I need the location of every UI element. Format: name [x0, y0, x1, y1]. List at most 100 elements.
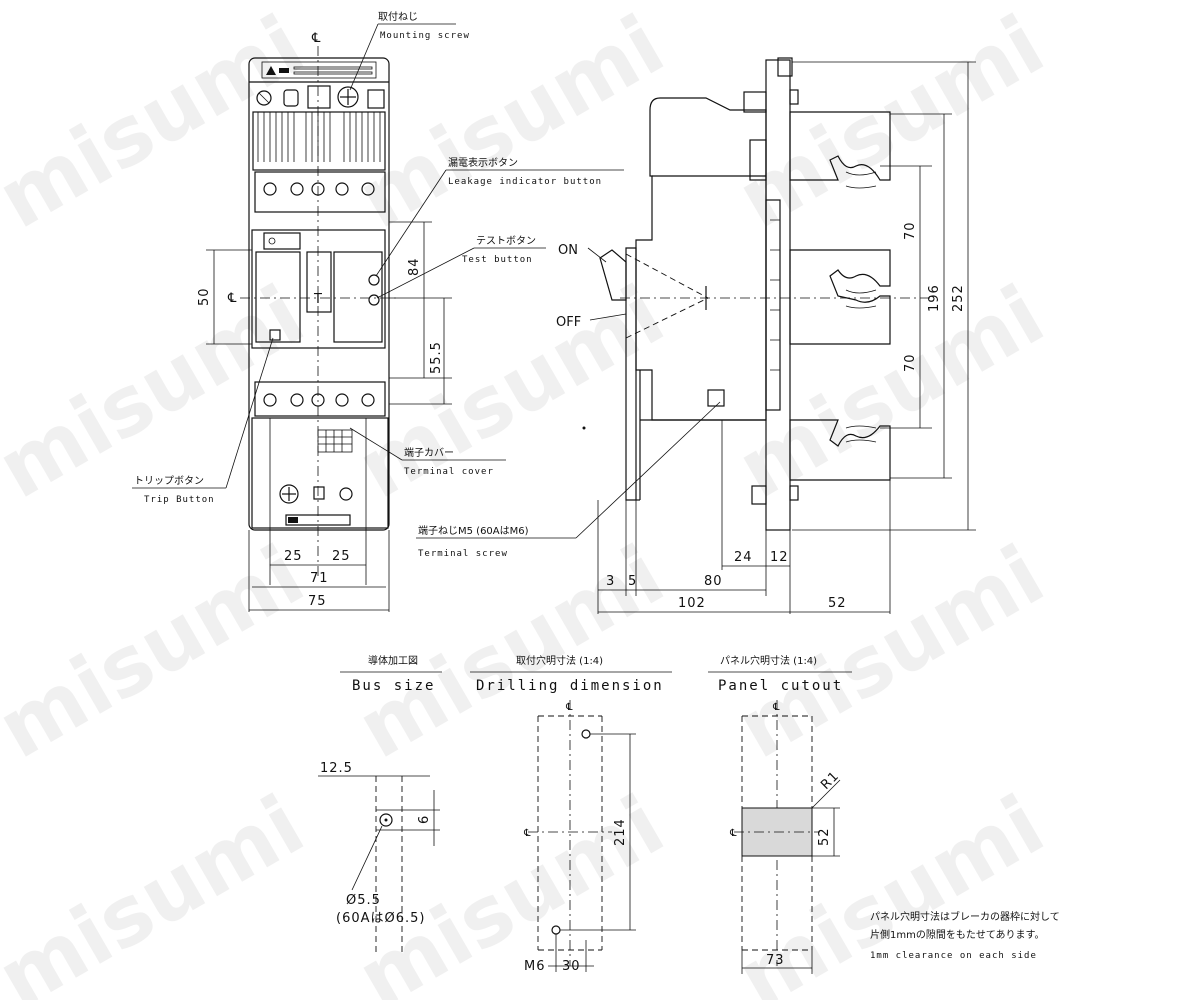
dimension-73: 73 — [766, 953, 785, 968]
drilling-title-en: Drilling dimension — [476, 678, 664, 694]
terminal-contour-lines — [845, 171, 877, 443]
bottom-mount-screw — [751, 485, 767, 505]
dimension-5: 5 — [628, 574, 637, 589]
side-terminal-screw — [707, 389, 725, 407]
side-top-screw — [743, 91, 767, 113]
handle-lever — [306, 251, 332, 313]
rear-terminals — [789, 111, 891, 481]
panel-centerline-symbol: ℄ — [772, 702, 780, 713]
plate-tab — [789, 485, 799, 501]
side-top-block — [749, 139, 767, 181]
bus-hole-center — [384, 818, 388, 822]
rear-terminal-middle — [789, 249, 891, 345]
handle-off-arc — [625, 297, 709, 339]
top-fins — [252, 111, 386, 171]
trip-button-label-en: Trip Button — [144, 495, 215, 505]
bottom-terminal-screw-icon — [311, 393, 325, 407]
rear-terminal-top — [789, 111, 891, 181]
drill-centerline-symbol: ℄ — [565, 702, 573, 713]
rating-label-mark — [288, 517, 298, 523]
top-slot-left — [283, 89, 299, 107]
watermark: misumi — [723, 528, 1060, 777]
test-button-icon — [368, 294, 380, 306]
top-terminal-screw-icon — [311, 182, 325, 196]
front-view: ℄ — [132, 10, 721, 612]
dimension-55-5: 55.5 — [429, 341, 444, 374]
handle-panel — [251, 229, 386, 349]
grille-lines — [318, 430, 352, 452]
mounting-screw-icon — [337, 86, 359, 108]
dimension-52-panel: 52 — [817, 827, 832, 846]
cover-small-screw-icon — [339, 487, 353, 501]
top-mount-screw — [777, 57, 793, 77]
terminal-screw-label-jp: 端子ねじM5 (60AはM6) — [418, 524, 529, 537]
side-rear-module — [765, 199, 781, 411]
dimension-25-left: 25 — [284, 549, 303, 564]
dimension-70-bottom: 70 — [903, 353, 918, 372]
on-leader — [587, 247, 607, 263]
dimension-25-right: 25 — [332, 549, 351, 564]
terminal-cover-label-en: Terminal cover — [404, 467, 494, 477]
leader-line — [375, 169, 447, 277]
bottom-terminal-screw-icon — [361, 393, 375, 407]
bottom-terminal-screw-icon — [335, 393, 349, 407]
bottom-terminal-screw-icon — [290, 393, 304, 407]
top-terminal-screw-icon — [290, 182, 304, 196]
mounting-screw-label-en: Mounting screw — [380, 31, 470, 41]
dimension-214: 214 — [613, 818, 628, 846]
side-body-outline — [635, 97, 767, 421]
panel-centerline-symbol-left: ℄ — [729, 828, 737, 839]
drilling-title-jp: 取付穴明寸法 (1:4) — [516, 654, 603, 667]
leader-line — [376, 247, 475, 299]
radius-label: R1 — [818, 769, 842, 793]
drill-centerline-symbol-left: ℄ — [523, 828, 531, 839]
fin-lines-right — [343, 112, 381, 162]
centerline-symbol-left: ℄ — [227, 291, 237, 306]
mounting-screw-label-jp: 取付ねじ — [378, 10, 418, 23]
warning-label-plate — [261, 61, 377, 79]
handle-window-right — [333, 251, 383, 343]
leader-line — [351, 825, 383, 891]
cover-slot — [313, 486, 325, 500]
watermark: misumi — [343, 778, 680, 1000]
drilling-view: 取付穴明寸法 (1:4) Drilling dimension ℄ ℄ 214 … — [470, 654, 672, 974]
terminal-cover-grille — [317, 429, 353, 453]
terminal-cover-label-jp: 端子カバー — [404, 446, 454, 459]
dimension-84: 84 — [407, 257, 422, 276]
dimension-52-side: 52 — [828, 596, 847, 611]
off-label: OFF — [556, 315, 581, 330]
panel-note-en: 1mm clearance on each side — [870, 951, 1037, 961]
panel-title-jp: パネル穴明寸法 (1:4) — [720, 654, 817, 667]
watermark: misumi — [723, 268, 1060, 517]
top-terminal-screw-icon — [335, 182, 349, 196]
bus-hole-size: Ø5.5 — [346, 893, 381, 908]
top-block-right — [367, 89, 385, 109]
terminal-cover — [251, 417, 389, 529]
watermark: misumi — [343, 268, 680, 517]
warning-label-text-block — [279, 68, 289, 73]
rear-terminal-bottom — [789, 419, 891, 481]
drill-screw-size: M6 — [524, 959, 546, 974]
panel-cutout-view: パネル穴明寸法 (1:4) Panel cutout ℄ ℄ 52 R1 73 … — [708, 654, 1060, 974]
handle-tab-dot-icon — [268, 237, 276, 245]
panel-note-jp-2: 片側1mmの隙間をもたせてあります。 — [870, 928, 1045, 941]
stray-dot — [582, 426, 586, 430]
dimension-30: 30 — [562, 959, 581, 974]
bottom-terminal-screw-icon — [263, 393, 277, 407]
leader-line — [575, 401, 721, 539]
test-button-label-en: Test button — [462, 255, 533, 265]
top-terminal-screw-icon — [263, 182, 277, 196]
handle-letter: T — [313, 292, 322, 307]
leader-line — [225, 337, 274, 489]
watermark: misumi — [723, 0, 1060, 247]
trip-button-label-jp: トリップボタン — [134, 475, 204, 487]
dimension-252: 252 — [951, 284, 966, 312]
breaker-body-outline — [248, 57, 390, 531]
side-view: ON OFF 70 70 196 252 — [556, 57, 976, 614]
bus-size-title-jp: 導体加工図 — [368, 654, 418, 667]
leader-line — [349, 427, 403, 461]
leakage-button-label-jp: 漏電表示ボタン — [448, 156, 518, 169]
top-fin-frame — [252, 111, 386, 171]
handle-on-arc — [625, 253, 709, 299]
